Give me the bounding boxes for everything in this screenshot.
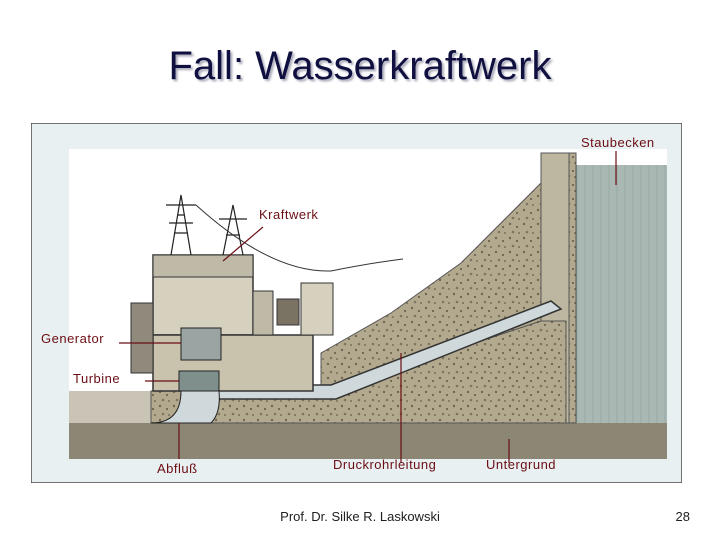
turbine-unit bbox=[178, 370, 220, 392]
label-druckrohrleitung: Druckrohrleitung bbox=[333, 457, 436, 472]
slide-title: Fall: Wasserkraftwerk bbox=[168, 44, 552, 88]
reservoir-water bbox=[566, 165, 667, 423]
transmission-tower-left bbox=[166, 194, 196, 256]
footer-author: Prof. Dr. Silke R. Laskowski bbox=[280, 509, 440, 524]
label-staubecken: Staubecken bbox=[581, 135, 655, 150]
label-turbine: Turbine bbox=[73, 371, 120, 386]
label-untergrund: Untergrund bbox=[486, 457, 556, 472]
hydropower-diagram: Staubecken Kraftwerk Generator Turbine A… bbox=[31, 123, 682, 483]
outflow-channel bbox=[150, 390, 220, 424]
generator-unit bbox=[180, 327, 222, 361]
page-number: 28 bbox=[675, 509, 690, 524]
label-kraftwerk: Kraftwerk bbox=[259, 207, 318, 222]
ground-layer bbox=[69, 423, 667, 459]
label-generator: Generator bbox=[41, 331, 104, 346]
label-abfluss: Abfluß bbox=[157, 461, 198, 476]
